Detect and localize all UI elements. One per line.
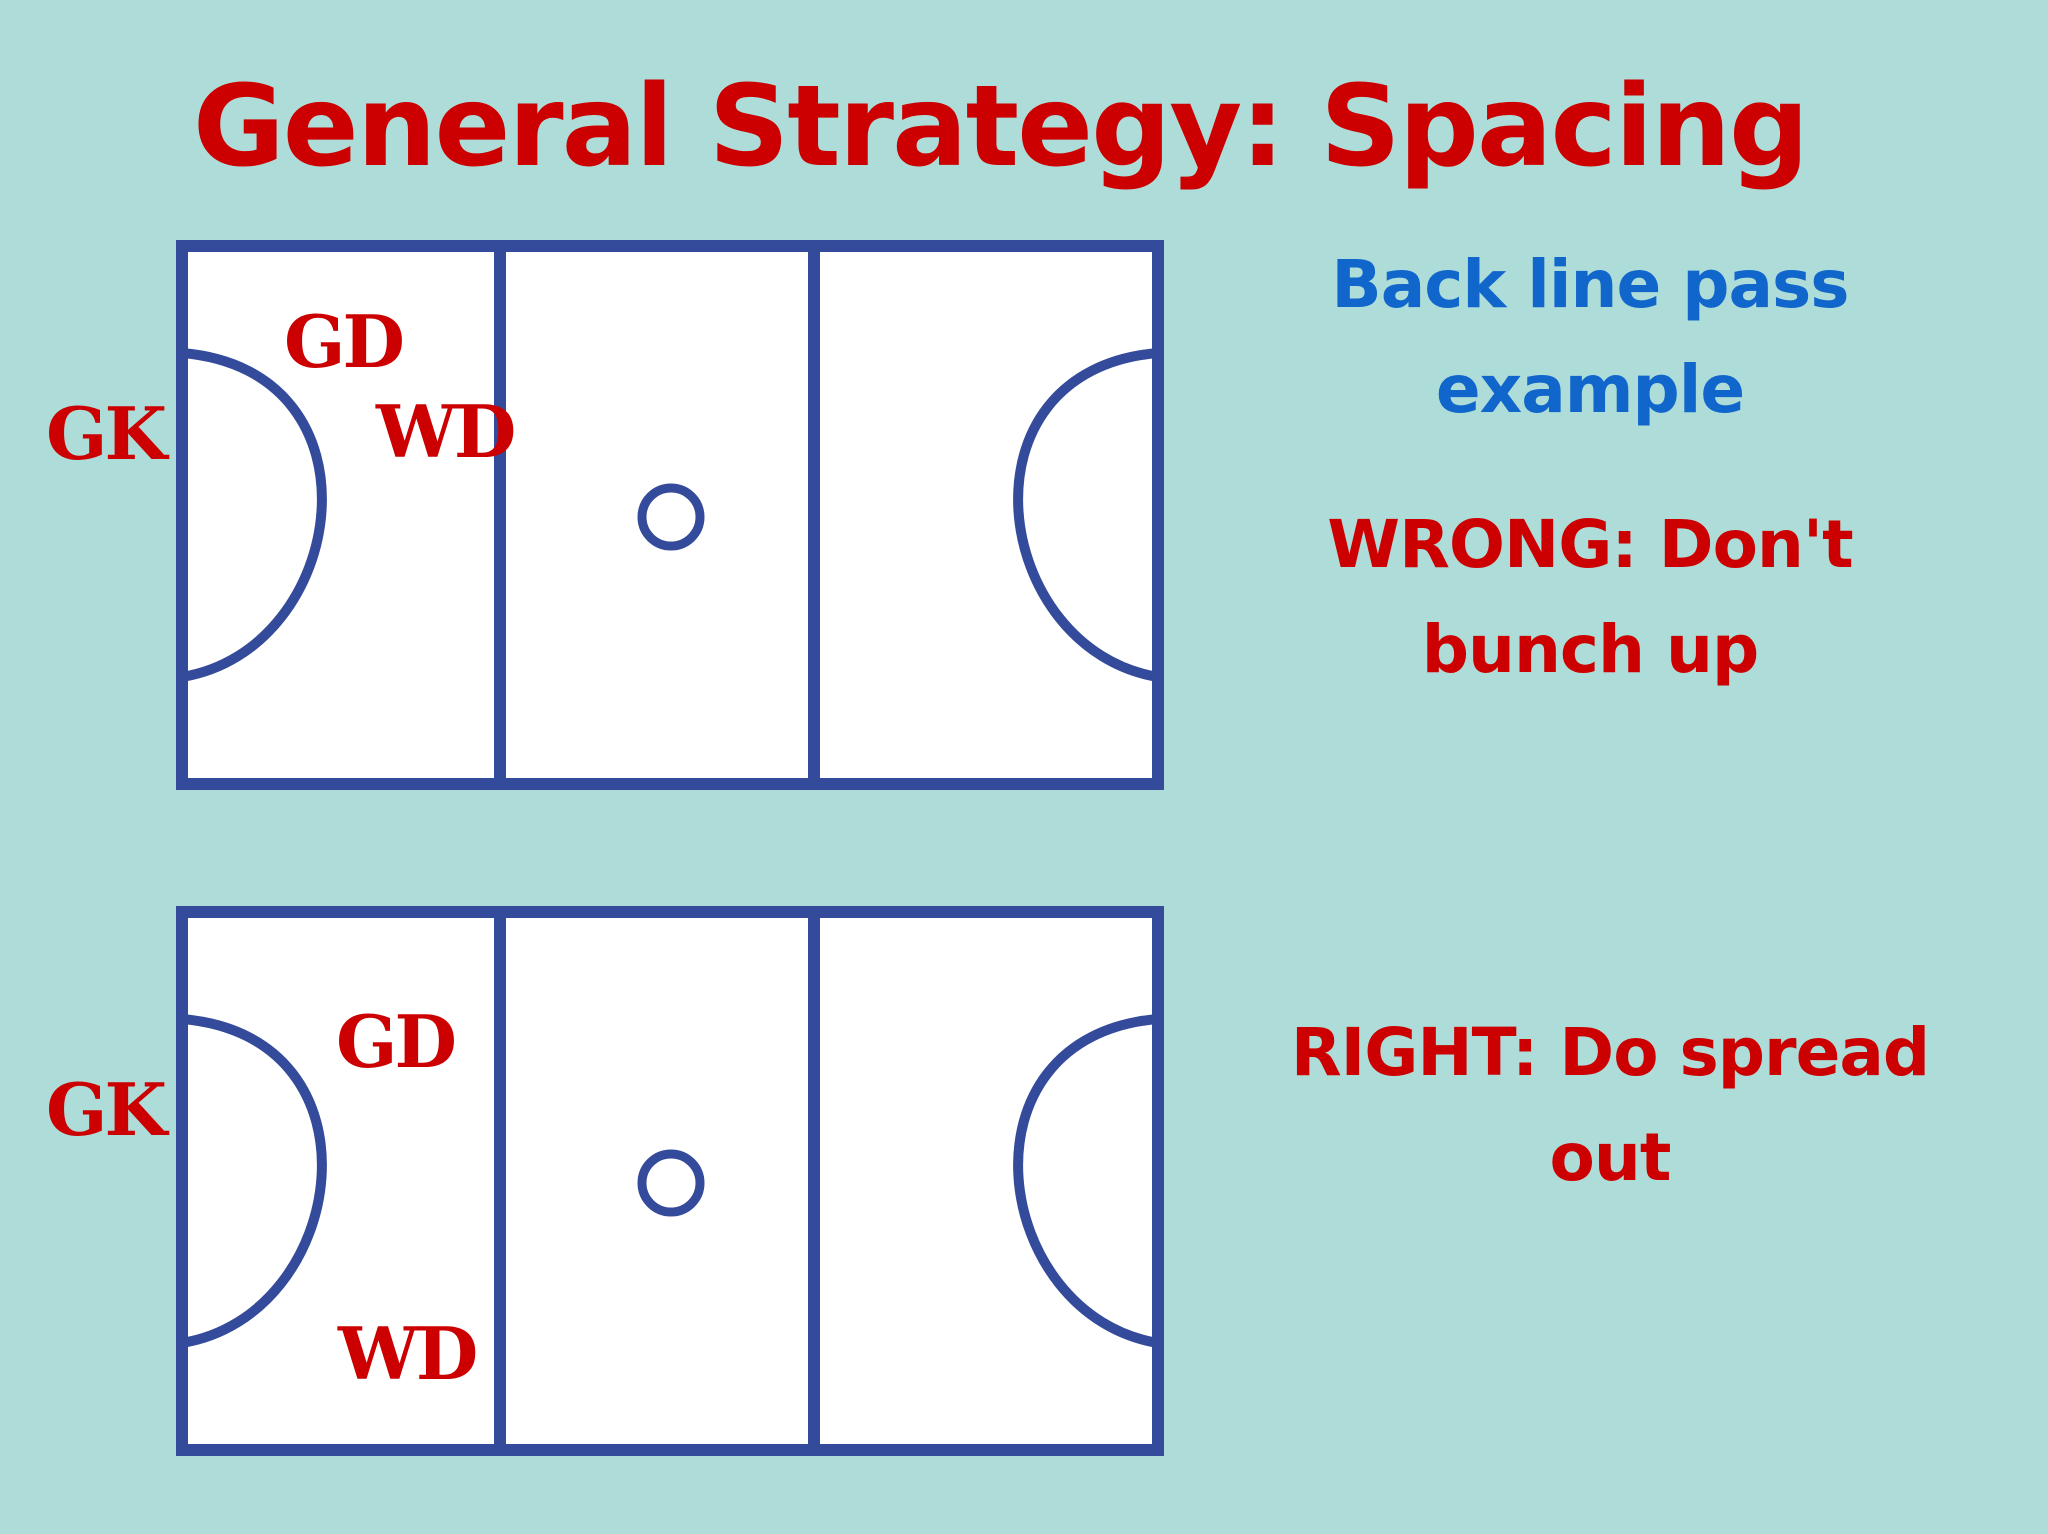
court-diagram-wrong bbox=[176, 240, 1164, 790]
right-caption-line: RIGHT: Do spread bbox=[1290, 1014, 1930, 1091]
right-caption: RIGHT: Do spread out bbox=[1270, 1000, 1950, 1210]
netball-court bbox=[176, 240, 1164, 790]
position-label-wd: WD bbox=[376, 389, 516, 474]
wrong-caption-line: bunch up bbox=[1421, 611, 1760, 688]
example-caption: Back line pass example bbox=[1290, 232, 1890, 442]
position-label-wd: WD bbox=[338, 1311, 478, 1396]
wrong-caption: WRONG: Don't bunch up bbox=[1290, 492, 1890, 702]
goal-circle-left bbox=[181, 1014, 327, 1348]
position-label-gk: GK bbox=[46, 1067, 167, 1152]
example-caption-line: example bbox=[1435, 351, 1745, 428]
right-caption-line: out bbox=[1549, 1119, 1672, 1196]
wrong-caption-line: WRONG: Don't bbox=[1327, 506, 1853, 583]
goal-circle-right bbox=[1013, 1014, 1159, 1348]
position-label-gk: GK bbox=[46, 391, 167, 476]
goal-circle-left bbox=[181, 348, 327, 682]
goal-circle-right bbox=[1013, 348, 1159, 682]
centre-circle bbox=[637, 483, 705, 551]
court-diagram-right bbox=[176, 906, 1164, 1456]
netball-court bbox=[176, 906, 1164, 1456]
example-caption-line: Back line pass bbox=[1331, 246, 1849, 323]
centre-circle bbox=[637, 1149, 705, 1217]
page-title: General Strategy: Spacing bbox=[192, 62, 1809, 192]
position-label-gd: GD bbox=[284, 299, 405, 384]
position-label-gd: GD bbox=[336, 999, 457, 1084]
